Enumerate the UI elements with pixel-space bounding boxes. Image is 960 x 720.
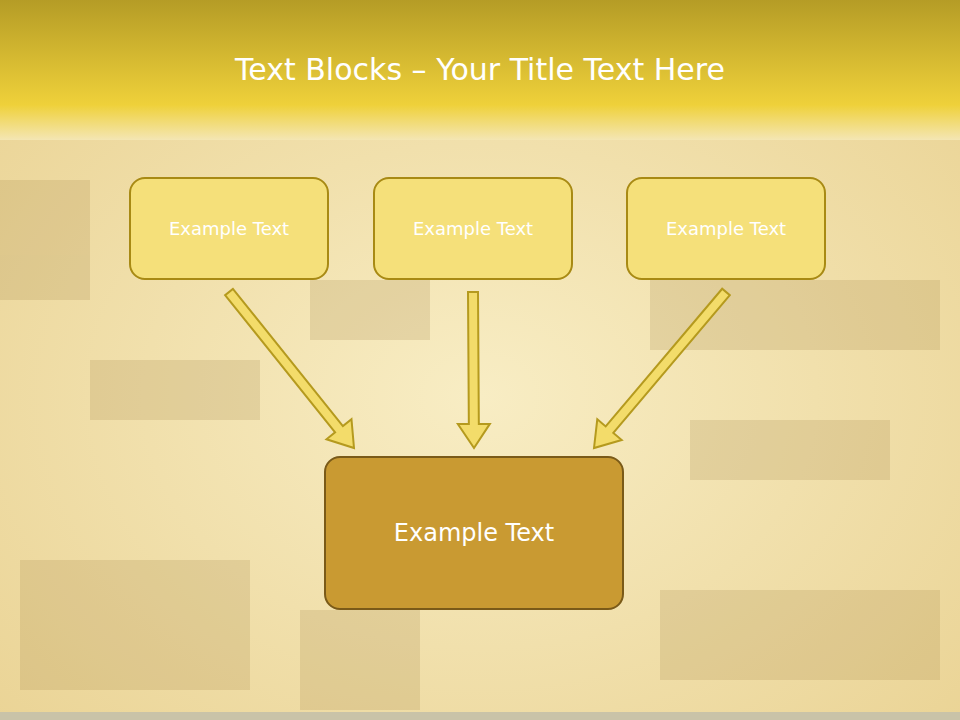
block-arrow (225, 289, 354, 448)
footer-strip (0, 712, 960, 720)
text-block: Example Text (373, 177, 573, 280)
block-text: Example Text (656, 218, 796, 239)
slide-title: Text Blocks – Your Title Text Here (0, 52, 960, 87)
result-block: Example Text (324, 456, 624, 610)
block-arrow (594, 289, 730, 448)
block-text: Example Text (403, 218, 543, 239)
block-text: Example Text (159, 218, 299, 239)
header-band (0, 0, 960, 140)
text-block: Example Text (626, 177, 826, 280)
block-text: Example Text (384, 519, 564, 547)
block-arrow (458, 292, 490, 448)
text-block: Example Text (129, 177, 329, 280)
